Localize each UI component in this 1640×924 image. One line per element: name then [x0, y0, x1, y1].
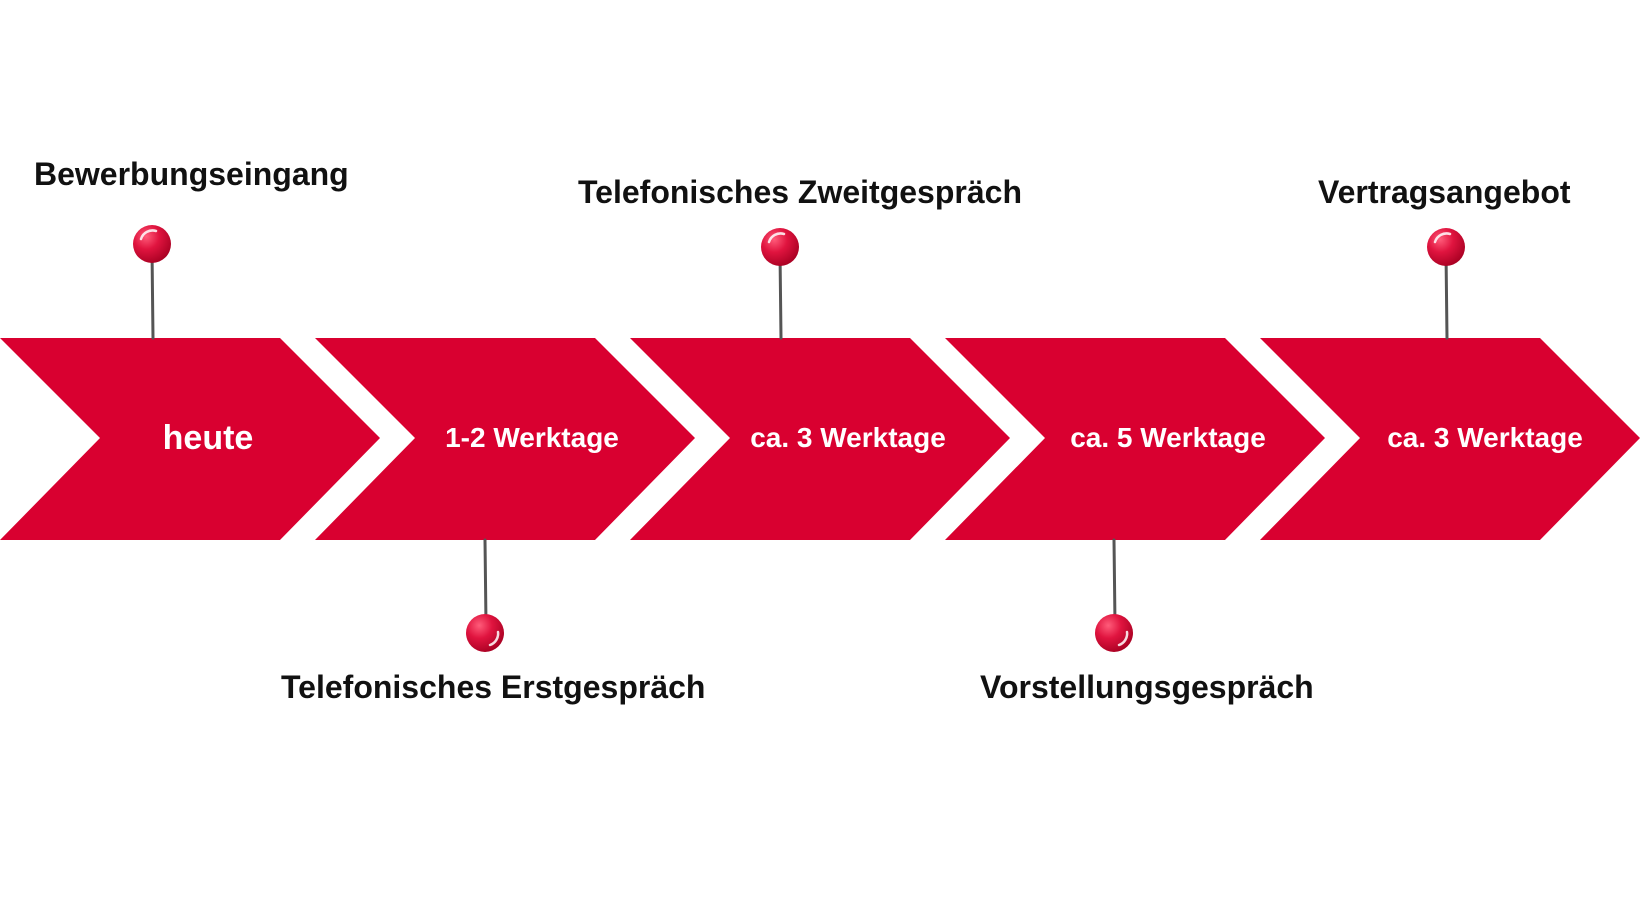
pin-row [133, 225, 1465, 652]
phase-chevron-5: ca. 3 Werktage [1260, 338, 1640, 540]
pin-icon [466, 538, 504, 652]
milestone-label-5: Vertragsangebot [1318, 174, 1571, 210]
phase-chevron-2: 1-2 Werktage [315, 338, 695, 540]
milestone-label-4: Vorstellungsgespräch [980, 669, 1314, 705]
phase-chevron-1: heute [0, 338, 380, 540]
phase-label-3: ca. 3 Werktage [750, 422, 946, 453]
milestone-label-3: Telefonisches Zweitgespräch [578, 174, 1022, 210]
pin-icon [1095, 538, 1133, 652]
pin-icon [761, 228, 799, 340]
phase-label-4: ca. 5 Werktage [1070, 422, 1266, 453]
phase-label-5: ca. 3 Werktage [1387, 422, 1583, 453]
chevron-row: heute 1-2 Werktage ca. 3 Werktage ca. 5 … [0, 338, 1640, 540]
phase-chevron-3: ca. 3 Werktage [630, 338, 1010, 540]
milestone-label-1: Bewerbungseingang [34, 156, 349, 192]
milestone-label-2: Telefonisches Erstgespräch [281, 669, 706, 705]
phase-label-2: 1-2 Werktage [445, 422, 619, 453]
pin-icon [1427, 228, 1465, 340]
pin-icon [133, 225, 171, 340]
phase-chevron-4: ca. 5 Werktage [945, 338, 1325, 540]
phase-label-1: heute [163, 419, 254, 457]
